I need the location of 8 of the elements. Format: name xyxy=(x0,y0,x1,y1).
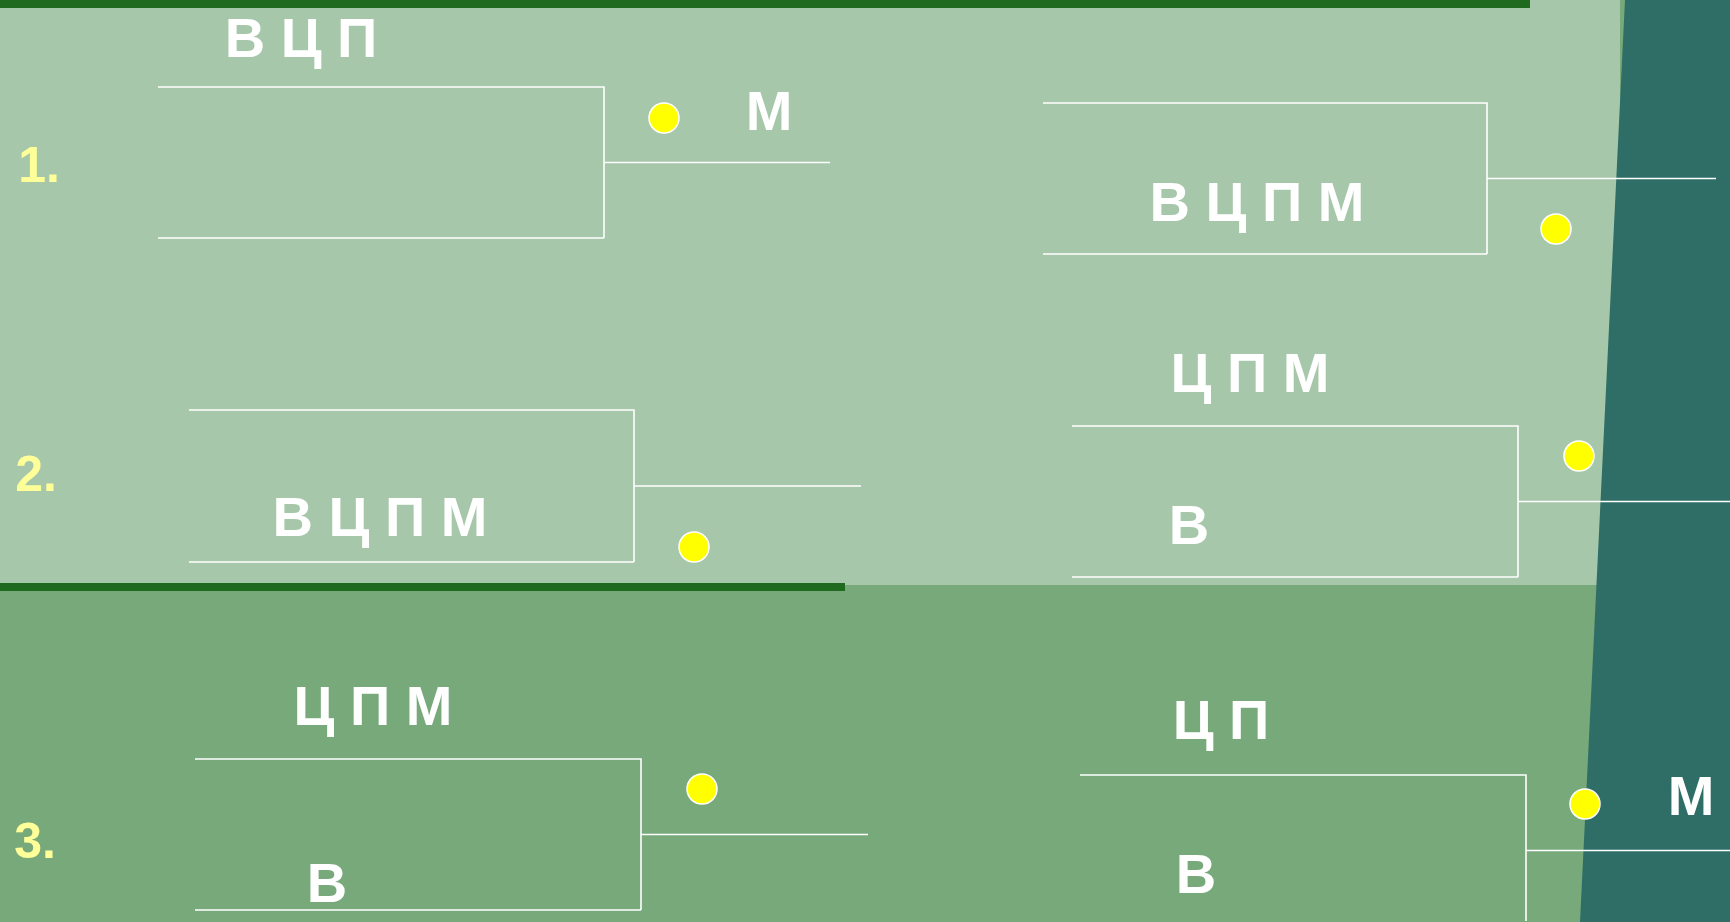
letter-group: М xyxy=(745,83,793,139)
row-number: 2. xyxy=(15,449,57,499)
letter-group: В xyxy=(306,855,348,911)
row-number: 3. xyxy=(14,816,56,866)
row-number: 1. xyxy=(18,140,60,190)
letter-group: В xyxy=(1168,497,1210,553)
letter-group: В xyxy=(1175,846,1217,902)
letter-group: М xyxy=(1667,768,1715,824)
